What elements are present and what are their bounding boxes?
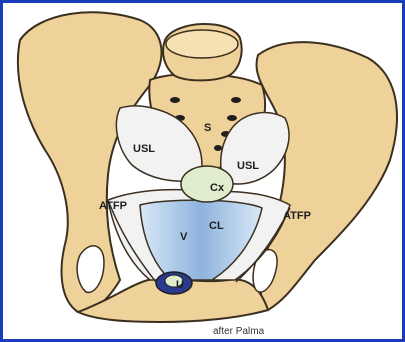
label-cardinal-ligament: CL bbox=[209, 220, 224, 232]
cervix bbox=[181, 166, 233, 202]
vertebral-disc-top bbox=[166, 30, 238, 58]
label-atfp-left: ATFP bbox=[99, 200, 127, 212]
label-sacrum: S bbox=[204, 122, 211, 134]
label-cervix: Cx bbox=[210, 182, 225, 194]
label-usl-right: USL bbox=[237, 160, 259, 172]
right-iliac-wing bbox=[256, 42, 396, 310]
figure-caption: after Palma bbox=[213, 326, 264, 337]
label-atfp-right: ATFP bbox=[283, 210, 311, 222]
label-usl-left: USL bbox=[133, 143, 155, 155]
label-vagina: V bbox=[180, 231, 188, 243]
label-urethra: U bbox=[176, 279, 184, 291]
